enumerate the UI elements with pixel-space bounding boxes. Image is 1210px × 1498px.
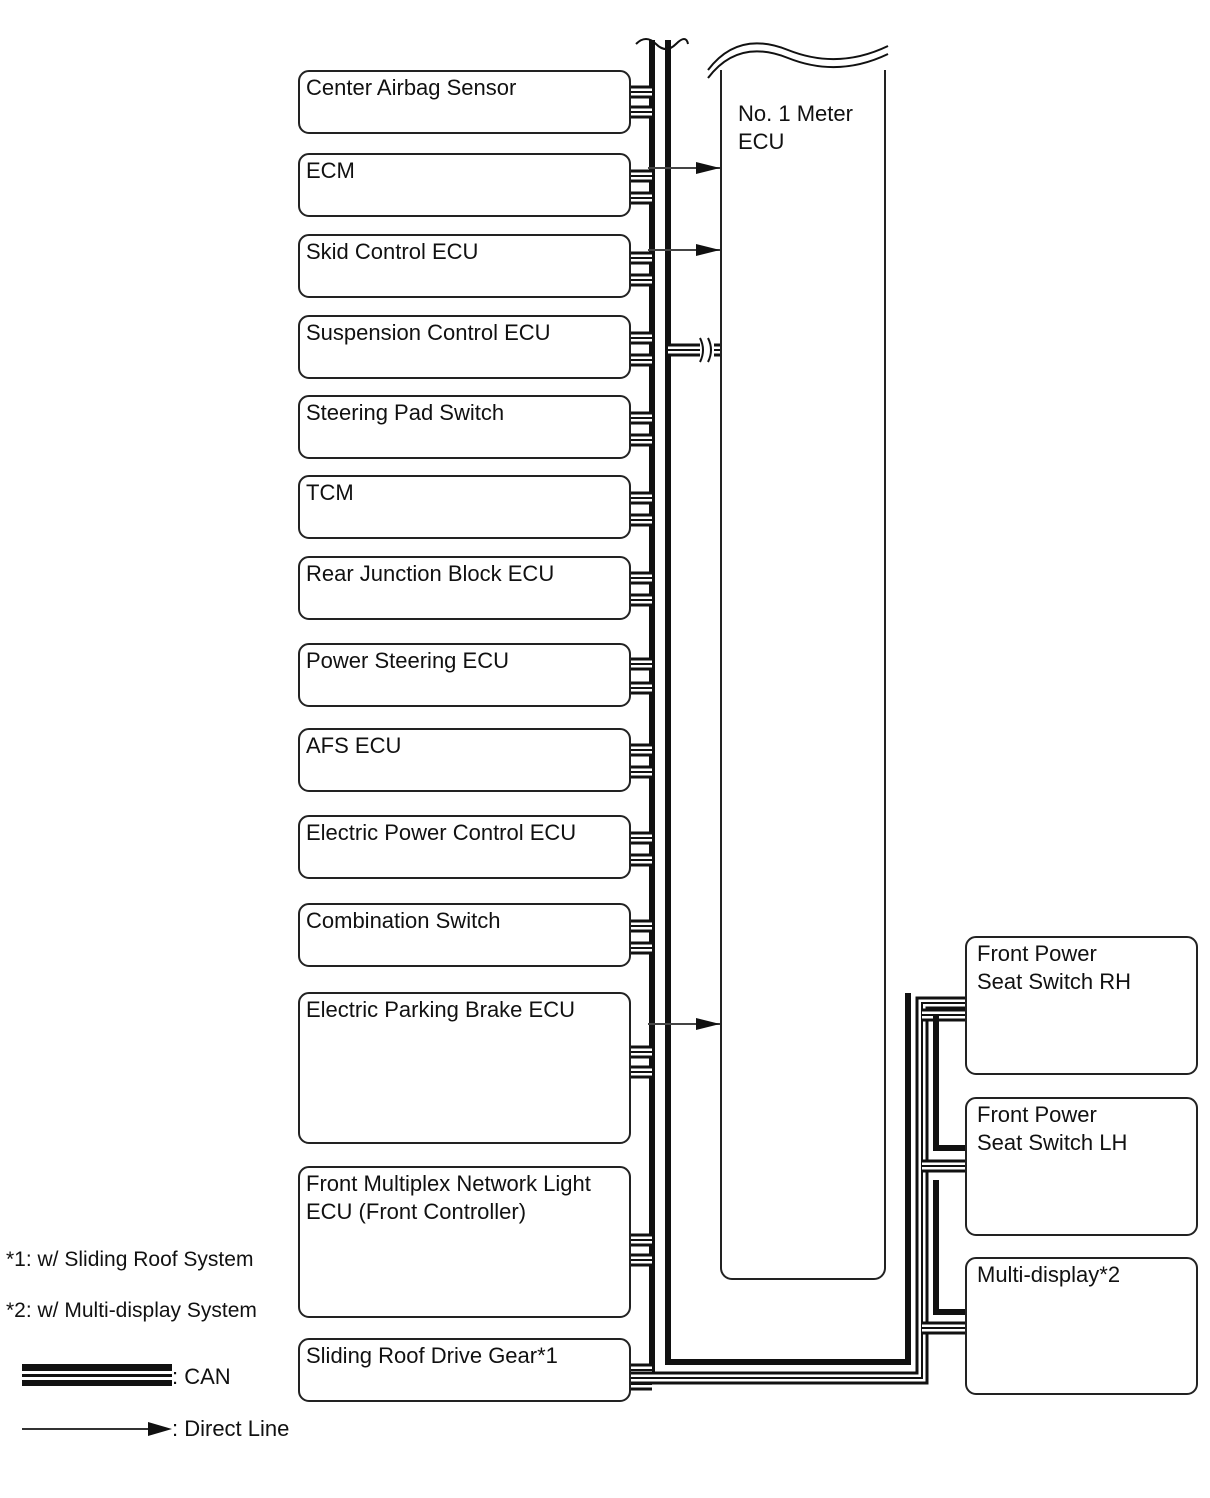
ecu-label: Steering Pad Switch [306,400,505,425]
ecu-label: Power Steering ECU [306,648,509,673]
rear-junction-block-ecu-box: Rear Junction Block ECU [298,556,631,620]
afs-ecu-box: AFS ECU [298,728,631,792]
break-mark-meter-top-2 [707,42,889,71]
legend-direct-line-label: : Direct Line [172,1416,290,1441]
electric-power-control-ecu-box: Electric Power Control ECU [298,815,631,879]
front-power-seat-switch-rh-box: Front Power Seat Switch RH [965,936,1198,1075]
break-mark-trunk [635,38,689,50]
footnote-sliding-roof: *1: w/ Sliding Roof System [6,1248,254,1271]
front-power-seat-switch-lh-box: Front Power Seat Switch LH [965,1097,1198,1236]
can-bus-lines [631,40,965,1391]
ecu-label: Front Power Seat Switch LH [977,1102,1128,1155]
ecu-label: Skid Control ECU [306,239,479,264]
suspension-control-ecu-box: Suspension Control ECU [298,315,631,379]
ecu-label: Suspension Control ECU [306,320,551,345]
legend-direct-line-symbol [22,1422,172,1436]
tcm-box: TCM [298,475,631,539]
can-bus-to-rh-core [631,1002,965,1379]
legend-can-symbol [22,1364,172,1386]
break-mark-meter-2 [707,337,712,363]
ecm-box: ECM [298,153,631,217]
direct-lines [648,162,720,1030]
power-steering-ecu-box: Power Steering ECU [298,643,631,707]
sliding-roof-drive-gear-box: Sliding Roof Drive Gear*1 [298,1338,631,1402]
skid-control-ecu-box: Skid Control ECU [298,234,631,298]
can-lh-link [933,1015,965,1151]
can-md-link [933,1180,965,1315]
steering-pad-switch-box: Steering Pad Switch [298,395,631,459]
no1-meter-ecu-box: No. 1 Meter ECU [720,70,886,1280]
legend-can-label: : CAN [172,1364,231,1389]
ecu-label: ECM [306,158,355,183]
ecu-label: TCM [306,480,354,505]
center-airbag-sensor-box: Center Airbag Sensor [298,70,631,134]
meter-ecu-label: No. 1 Meter ECU [738,101,853,154]
front-multiplex-network-light-ecu-box: Front Multiplex Network Light ECU (Front… [298,1166,631,1318]
break-mark-meter-top-1 [707,50,889,79]
break-mark-meter-1 [699,337,704,363]
can-trunk-right [665,40,911,1365]
ecu-label: Sliding Roof Drive Gear*1 [306,1343,558,1368]
wire-break-symbols [635,38,889,363]
ecu-label: Combination Switch [306,908,501,933]
ecu-label: Front Power Seat Switch RH [977,941,1132,994]
multi-display-box: Multi-display*2 [965,1257,1198,1395]
ecu-label: AFS ECU [306,733,402,758]
combination-switch-box: Combination Switch [298,903,631,967]
ecu-label: Electric Parking Brake ECU [306,997,575,1022]
ecu-label: Multi-display*2 [977,1262,1121,1287]
ecu-label: Electric Power Control ECU [306,820,577,845]
footnote-multi-display: *2: w/ Multi-display System [6,1299,257,1322]
ecu-label: Front Multiplex Network Light ECU (Front… [306,1171,591,1224]
electric-parking-brake-ecu-box: Electric Parking Brake ECU [298,992,631,1144]
ecu-label: Center Airbag Sensor [306,75,517,100]
ecu-label: Rear Junction Block ECU [306,561,555,586]
